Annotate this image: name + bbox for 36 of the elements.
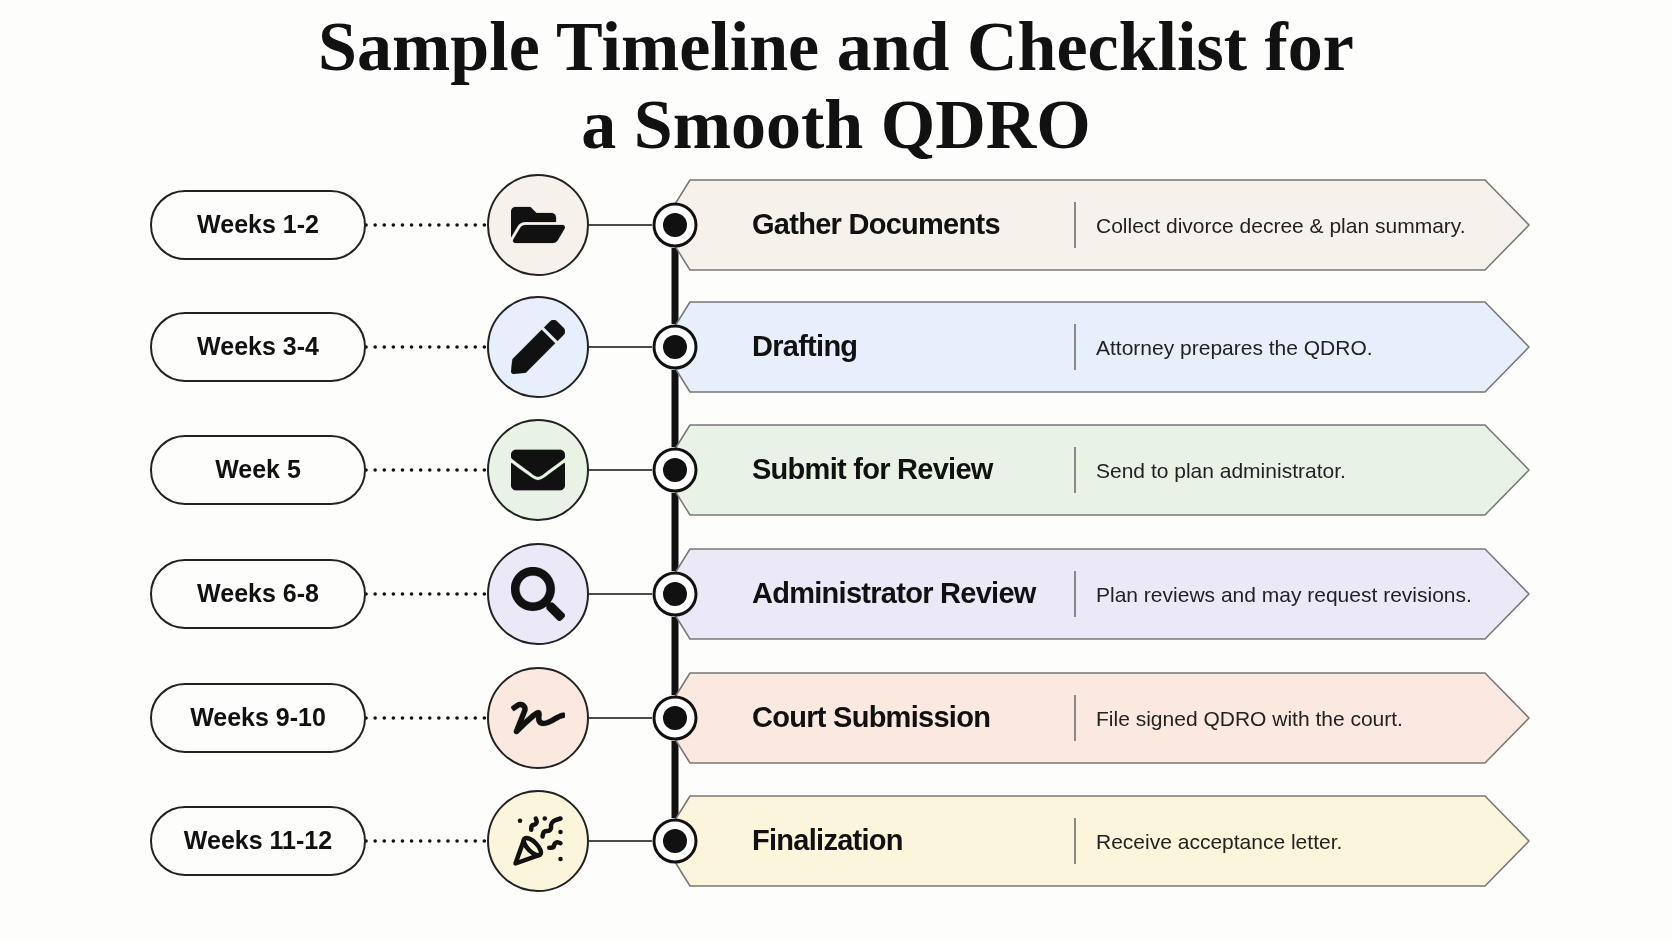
- timeline-line: [671, 617, 679, 695]
- step-description: Collect divorce decree & plan summary.: [1096, 212, 1466, 239]
- step-title: Finalization: [752, 823, 903, 859]
- week-label: Weeks 6-8: [150, 559, 366, 629]
- connector-line: [588, 717, 653, 719]
- week-label: Week 5: [150, 435, 366, 505]
- timeline-line: [671, 493, 679, 571]
- week-label: Weeks 3-4: [150, 312, 366, 382]
- step-title: Court Submission: [752, 700, 991, 736]
- dotted-connector: [364, 468, 489, 472]
- title: Sample Timeline and Checklist for a Smooth QDRO: [317, 8, 1355, 164]
- step-description: Attorney prepares the QDRO.: [1096, 334, 1373, 361]
- connector-line: [588, 346, 653, 348]
- step-description: File signed QDRO with the court.: [1096, 705, 1403, 732]
- connector-line: [588, 840, 653, 842]
- timeline-line: [671, 248, 679, 324]
- week-label: Weeks 11-12: [150, 806, 366, 876]
- connector-line: [588, 593, 653, 595]
- step-description: Receive acceptance letter.: [1096, 828, 1343, 855]
- connector-line: [588, 469, 653, 471]
- step-description: Plan reviews and may request revisions.: [1096, 581, 1472, 608]
- dotted-connector: [364, 716, 489, 720]
- connector-line: [588, 224, 653, 226]
- timeline-line: [671, 370, 679, 447]
- dotted-connector: [364, 223, 489, 227]
- week-label: Weeks 9-10: [150, 683, 366, 753]
- week-label: Weeks 1-2: [150, 190, 366, 260]
- dotted-connector: [364, 839, 489, 843]
- step-title: Gather Documents: [752, 207, 1000, 243]
- step-title: Administrator Review: [752, 576, 1036, 612]
- step-title: Drafting: [752, 329, 858, 365]
- step-title: Submit for Review: [752, 452, 993, 488]
- dotted-connector: [364, 345, 489, 349]
- step-description: Send to plan administrator.: [1096, 457, 1346, 484]
- timeline-line: [671, 741, 679, 818]
- dotted-connector: [364, 592, 489, 596]
